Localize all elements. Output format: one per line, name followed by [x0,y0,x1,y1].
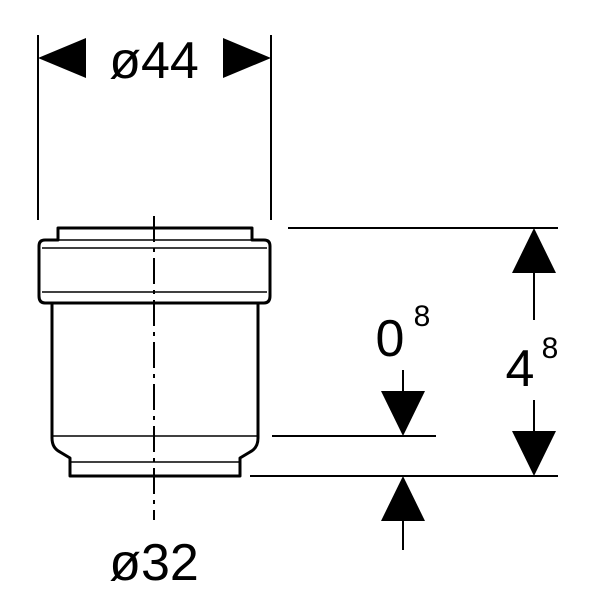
height-label-superscript: 8 [542,332,559,365]
top-right-arrowhead [223,38,271,78]
height-label: 4 [506,340,535,398]
top-left-arrowhead [38,38,86,78]
bottom-diameter-label: ø32 [109,534,199,592]
offset-label: 0 [376,310,405,368]
height-dimension [512,228,556,476]
offset-lower-arrowhead [381,476,425,521]
offset-upper-arrowhead [381,391,425,436]
right-extension-lines [250,227,558,477]
fitting-collar [37,226,272,305]
offset-label-superscript: 8 [414,300,431,333]
height-bottom-arrowhead [512,431,556,476]
top-diameter-label: ø44 [109,32,199,90]
offset-dimension [381,370,425,550]
top-diameter-dimension [37,35,272,220]
height-top-arrowhead [512,228,556,273]
